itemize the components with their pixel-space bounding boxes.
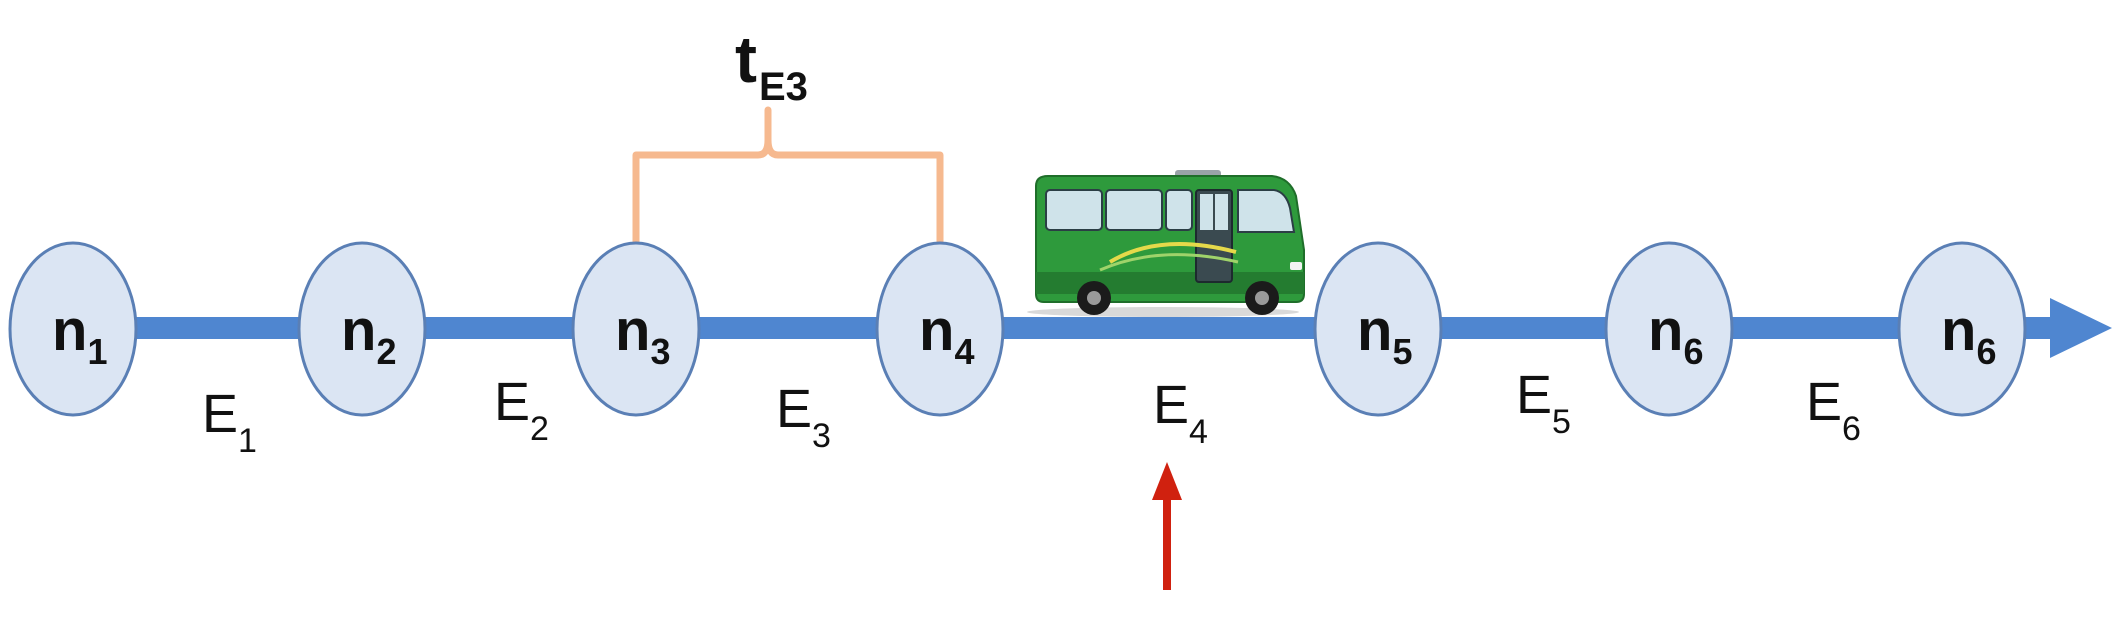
edge-label-main: E <box>1153 375 1189 435</box>
edge-label-4: E4 <box>1153 375 1208 451</box>
edge-label-sub: 5 <box>1552 403 1571 441</box>
node-label-sub: 2 <box>376 331 396 372</box>
edge-label-sub: 2 <box>530 410 549 448</box>
edge-label-sub: 4 <box>1189 413 1208 451</box>
node-label-main: n <box>919 298 954 363</box>
edge-label-sub: 1 <box>238 422 257 460</box>
route-arrow-head-icon <box>2050 298 2112 358</box>
node-1: n1 <box>8 241 138 417</box>
node-label-sub: 1 <box>87 331 107 372</box>
bus-window <box>1045 189 1103 231</box>
node-circle <box>571 241 701 417</box>
node-label-sub: 5 <box>1392 331 1412 372</box>
node-circle <box>1313 241 1443 417</box>
bus-door-glass <box>1200 194 1213 230</box>
node-5: n5 <box>1313 241 1443 417</box>
node-circle <box>1604 241 1734 417</box>
node-label-sub: 6 <box>1683 331 1703 372</box>
bus-headlight <box>1290 262 1302 270</box>
route-line <box>60 298 2112 358</box>
node-label: n6 <box>1941 298 1996 372</box>
node-3: n3 <box>571 241 701 417</box>
bus-windshield <box>1237 189 1296 233</box>
bus-livery-stripe <box>1099 253 1239 272</box>
node-label: n6 <box>1648 298 1703 372</box>
node-label: n4 <box>919 298 974 372</box>
red-arrow-up-icon <box>1152 462 1182 590</box>
bus-livery-stripe <box>1108 242 1237 264</box>
node-2: n2 <box>297 241 427 417</box>
edge-label-main: E <box>1806 372 1842 432</box>
bus-icon <box>1027 170 1305 317</box>
node-label-main: n <box>1648 298 1683 363</box>
node-label-main: n <box>1357 298 1392 363</box>
edge-label-6: E6 <box>1806 372 1861 448</box>
pointer-arrow-shaft <box>1163 490 1171 590</box>
edge-label-sub: 6 <box>1842 410 1861 448</box>
node-circle <box>297 241 427 417</box>
travel-time-main: t <box>735 22 757 96</box>
node-label-sub: 3 <box>650 331 670 372</box>
edge-label-sub: 3 <box>812 417 831 455</box>
edge-label-main: E <box>494 372 530 432</box>
node-circle <box>1897 241 2027 417</box>
bus-door-glass <box>1215 194 1228 230</box>
node-6: n6 <box>1604 241 1734 417</box>
travel-time-sub: E3 <box>759 65 808 109</box>
edge-label-1: E1 <box>202 384 257 460</box>
node-label: n5 <box>1357 298 1412 372</box>
node-circle <box>875 241 1005 417</box>
node-label-main: n <box>341 298 376 363</box>
edge-label-main: E <box>776 379 812 439</box>
travel-time-brace <box>632 106 944 256</box>
node-label-sub: 4 <box>954 331 974 372</box>
pointer-arrow-head <box>1152 462 1182 500</box>
edge-label-2: E2 <box>494 372 549 448</box>
node-label-main: n <box>1941 298 1976 363</box>
node-4: n4 <box>875 241 1005 417</box>
edge-label-3: E3 <box>776 379 831 455</box>
node-label: n1 <box>52 298 107 372</box>
edge-label-5: E5 <box>1516 365 1571 441</box>
edge-label-main: E <box>202 384 238 444</box>
bus-wheel-hub <box>1087 291 1101 305</box>
bus-wheel-hub <box>1255 291 1269 305</box>
travel-time-label: tE3 <box>735 22 808 109</box>
node-label-main: n <box>52 298 87 363</box>
edge-label-main: E <box>1516 365 1552 425</box>
node-label-main: n <box>615 298 650 363</box>
route-line-bar <box>60 317 2050 339</box>
node-circle <box>8 241 138 417</box>
node-label: n2 <box>341 298 396 372</box>
bus-window <box>1165 189 1193 231</box>
bus-window <box>1105 189 1163 231</box>
node-7: n6 <box>1897 241 2027 417</box>
node-label: n3 <box>615 298 670 372</box>
node-label-sub: 6 <box>1976 331 1996 372</box>
